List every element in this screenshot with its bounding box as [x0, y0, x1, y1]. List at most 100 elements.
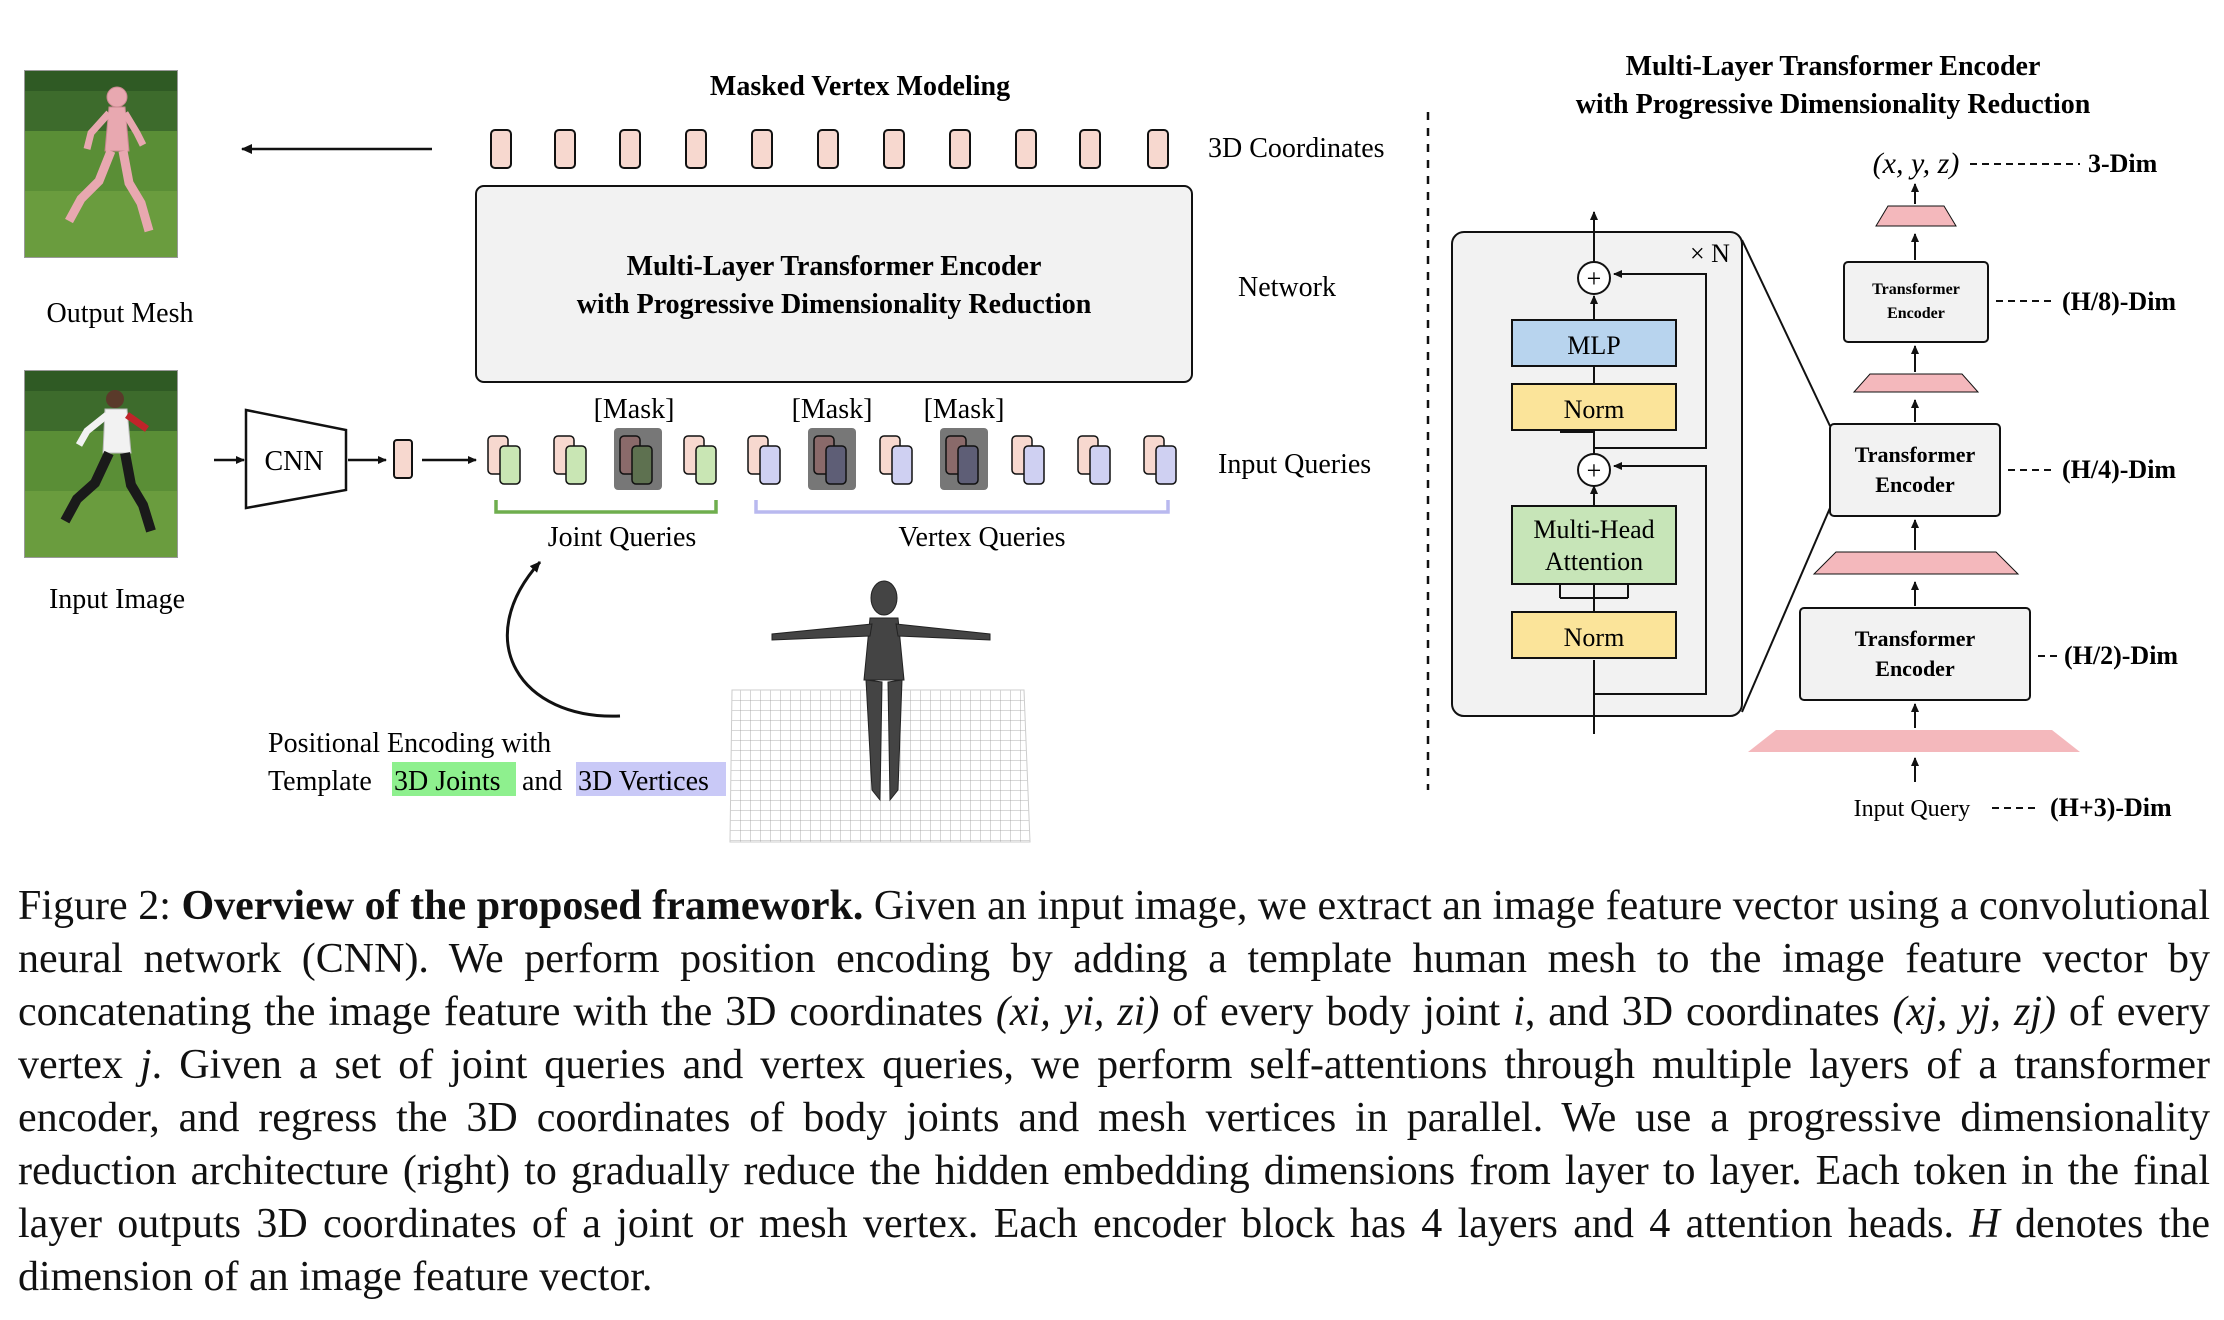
output-token	[751, 129, 773, 169]
caption-label: Figure 2:	[18, 883, 171, 929]
caption-math-1: (xi, yi, zi)	[995, 989, 1160, 1035]
block-mlp-label: MLP	[1567, 331, 1620, 360]
image-feature-token	[393, 439, 413, 479]
joint-query	[553, 435, 587, 485]
encoder-box	[475, 185, 1193, 383]
joint-query-masked	[614, 428, 662, 490]
stack-encoder-h2-line2: Encoder	[1875, 656, 1955, 681]
vertex-query-masked	[808, 428, 856, 490]
block-mha-line1: Multi-Head	[1533, 515, 1654, 544]
joint-queries-bracket	[494, 500, 718, 514]
dim-h4-label: (H/4)-Dim	[2062, 455, 2176, 484]
caption-math-2: i	[1513, 989, 1525, 1035]
output-mesh-photo	[24, 70, 178, 258]
output-token	[949, 129, 971, 169]
zoom-line-top	[1741, 239, 1831, 427]
network-label: Network	[1238, 272, 1336, 303]
block-norm-2-label: Norm	[1564, 395, 1625, 424]
residual-skip-2	[1594, 270, 1707, 449]
output-mesh-label: Output Mesh	[47, 298, 194, 329]
joint-query	[487, 435, 521, 485]
block-norm-2	[1511, 383, 1677, 431]
input-queries-label: Input Queries	[1218, 449, 1371, 480]
caption-math-5: H	[1969, 1201, 2000, 1247]
pos-enc-and: and	[522, 766, 562, 797]
stack-encoder-h4-line2: Encoder	[1875, 472, 1955, 497]
block-mlp	[1511, 319, 1677, 367]
input-image-photo	[24, 370, 178, 558]
positional-encoding-arrow	[505, 560, 621, 718]
block-norm-1	[1511, 611, 1677, 659]
output-token	[883, 129, 905, 169]
stack-encoder-h8-line2: Encoder	[1887, 305, 1945, 322]
output-tokens	[490, 129, 1169, 169]
output-token	[1147, 129, 1169, 169]
caption-text-5: . Given a set of joint queries and verte…	[18, 1042, 2210, 1247]
stack-encoder-h8-line1: Transformer	[1872, 281, 1960, 298]
vertex-queries	[747, 428, 1177, 490]
caption-text-1: Given an input image, we extract an imag…	[18, 883, 2211, 1035]
caption-bold: Overview of the proposed framework.	[181, 883, 864, 929]
dim-3-label: 3-Dim	[2088, 149, 2158, 178]
zoom-line-bottom	[1741, 507, 1831, 713]
joint-queries	[487, 428, 717, 490]
xyz-label: (x, y, z)	[1873, 147, 1960, 180]
output-trapezoid	[1875, 205, 1957, 227]
right-title-line1: Multi-Layer Transformer Encoder	[1626, 51, 2041, 82]
dim-h3-label: (H+3)-Dim	[2050, 793, 2172, 822]
dim-h2-label: (H/2)-Dim	[2064, 641, 2178, 670]
residual-skip-1	[1594, 462, 1707, 695]
caption-math-3: (xj, yj, zj)	[1892, 989, 2056, 1035]
pos-enc-joints: 3D Joints	[394, 766, 501, 797]
output-token	[1015, 129, 1037, 169]
residual-add-1-sign: +	[1587, 456, 1602, 485]
input-query-label: Input Query	[1854, 796, 1971, 822]
output-token	[490, 129, 512, 169]
block-norm-1-label: Norm	[1564, 623, 1625, 652]
vertex-query	[1077, 435, 1111, 485]
coords-label: 3D Coordinates	[1208, 133, 1385, 164]
caption-math-4: j	[139, 1042, 152, 1088]
left-title: Masked Vertex Modeling	[710, 71, 1010, 102]
cnn-label: CNN	[264, 446, 323, 477]
input-image-label: Input Image	[49, 584, 185, 615]
pos-enc-line1: Positional Encoding with	[268, 728, 551, 759]
vertex-query	[1011, 435, 1045, 485]
cnn-trapezoid	[244, 408, 348, 510]
block-mha-line2: Attention	[1545, 547, 1643, 576]
reduction-trapezoid-2	[1812, 551, 2020, 575]
output-token	[619, 129, 641, 169]
vertex-queries-label: Vertex Queries	[898, 522, 1065, 553]
dim-h8-label: (H/8)-Dim	[2062, 287, 2176, 316]
joint-query	[683, 435, 717, 485]
mask-label-joint: [Mask]	[594, 394, 675, 425]
reduction-trapezoid-3	[1852, 373, 1980, 393]
vertex-query-masked	[940, 428, 988, 490]
caption-text-6: denotes the dimension of an image featur…	[18, 1201, 2211, 1300]
encoder-box-line2: with Progressive Dimensionality Reductio…	[577, 289, 1092, 320]
pos-enc-template: Template	[268, 766, 372, 797]
right-title-line2: with Progressive Dimensionality Reductio…	[1576, 89, 2091, 120]
caption-text-4: of every vertex	[18, 989, 2211, 1088]
stack-encoder-h8	[1843, 261, 1989, 343]
vertex-query	[879, 435, 913, 485]
vertices-highlight	[576, 762, 726, 796]
output-token	[817, 129, 839, 169]
vertex-query	[1143, 435, 1177, 485]
caption-text-3: , and 3D coordinates	[1524, 989, 1893, 1035]
figure-caption: Figure 2: Overview of the proposed frame…	[18, 880, 2210, 1304]
output-token	[1079, 129, 1101, 169]
mask-label-vertex-2: [Mask]	[924, 394, 1005, 425]
output-token	[554, 129, 576, 169]
caption-text-2: of every body joint	[1159, 989, 1514, 1035]
vertex-query	[747, 435, 781, 485]
template-mesh-image	[729, 580, 1031, 843]
stack-encoder-h4	[1829, 423, 2001, 517]
stack-encoder-h2	[1799, 607, 2031, 701]
stack-encoder-h4-line1: Transformer	[1855, 442, 1976, 467]
framework-figure: Masked Vertex Modeling Multi-Layer Trans…	[24, 51, 2178, 843]
mask-label-vertex-1: [Mask]	[792, 394, 873, 425]
block-repeat-label: × N	[1690, 239, 1730, 268]
attention-qkv-lines	[1559, 584, 1629, 599]
vertex-queries-bracket	[754, 500, 1170, 514]
